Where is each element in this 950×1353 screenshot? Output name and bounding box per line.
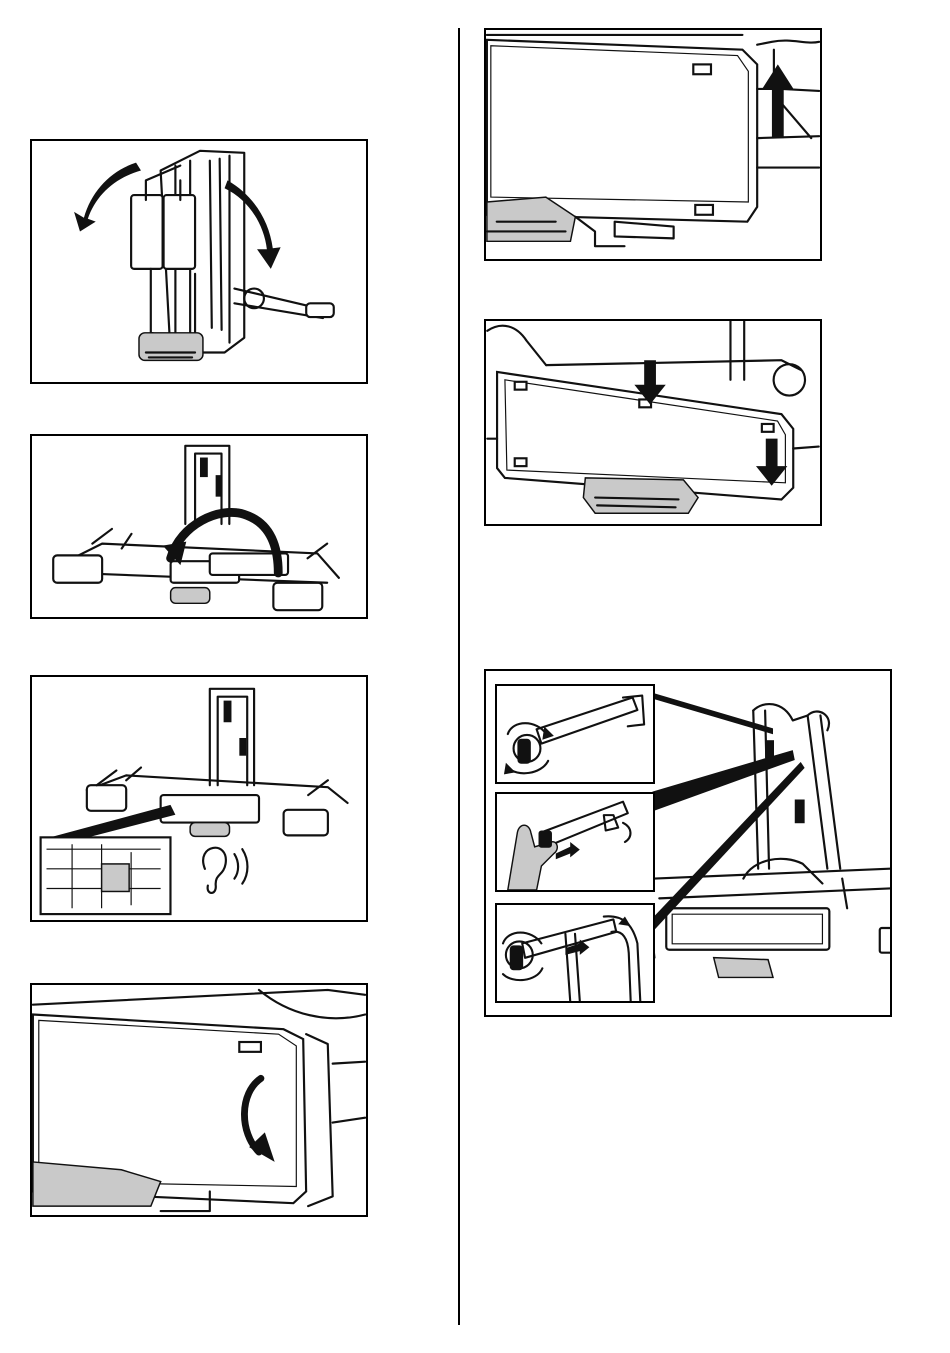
plate-press-illustration	[486, 321, 820, 524]
figure-plate-lift	[484, 28, 822, 261]
figure-light-bar-click	[30, 675, 368, 922]
column-divider	[458, 28, 460, 1325]
figure-frame-clamp-adjust	[484, 669, 892, 1017]
carrier-light-bar-illustration	[32, 677, 366, 920]
inset-top-clamp	[495, 684, 655, 784]
figure-plate-press	[484, 319, 822, 526]
figure-fold-out-rails	[30, 139, 368, 384]
folded-carrier-illustration	[32, 141, 366, 382]
carrier-rotate-illustration	[32, 436, 366, 617]
inset-middle-clamp	[495, 792, 655, 892]
curved-arrow-right-icon	[225, 180, 281, 269]
inset-bottom-clamp	[495, 903, 655, 1003]
sound-waves-icon	[234, 849, 247, 883]
plate-lift-illustration	[486, 30, 820, 259]
ear-icon	[203, 848, 226, 893]
figure-rotate-frame-up	[30, 434, 368, 619]
arrow-icon	[556, 842, 580, 859]
figure-plate-tilt	[30, 983, 368, 1217]
plate-tilt-illustration	[32, 985, 366, 1215]
arrow-up-icon	[762, 64, 793, 138]
